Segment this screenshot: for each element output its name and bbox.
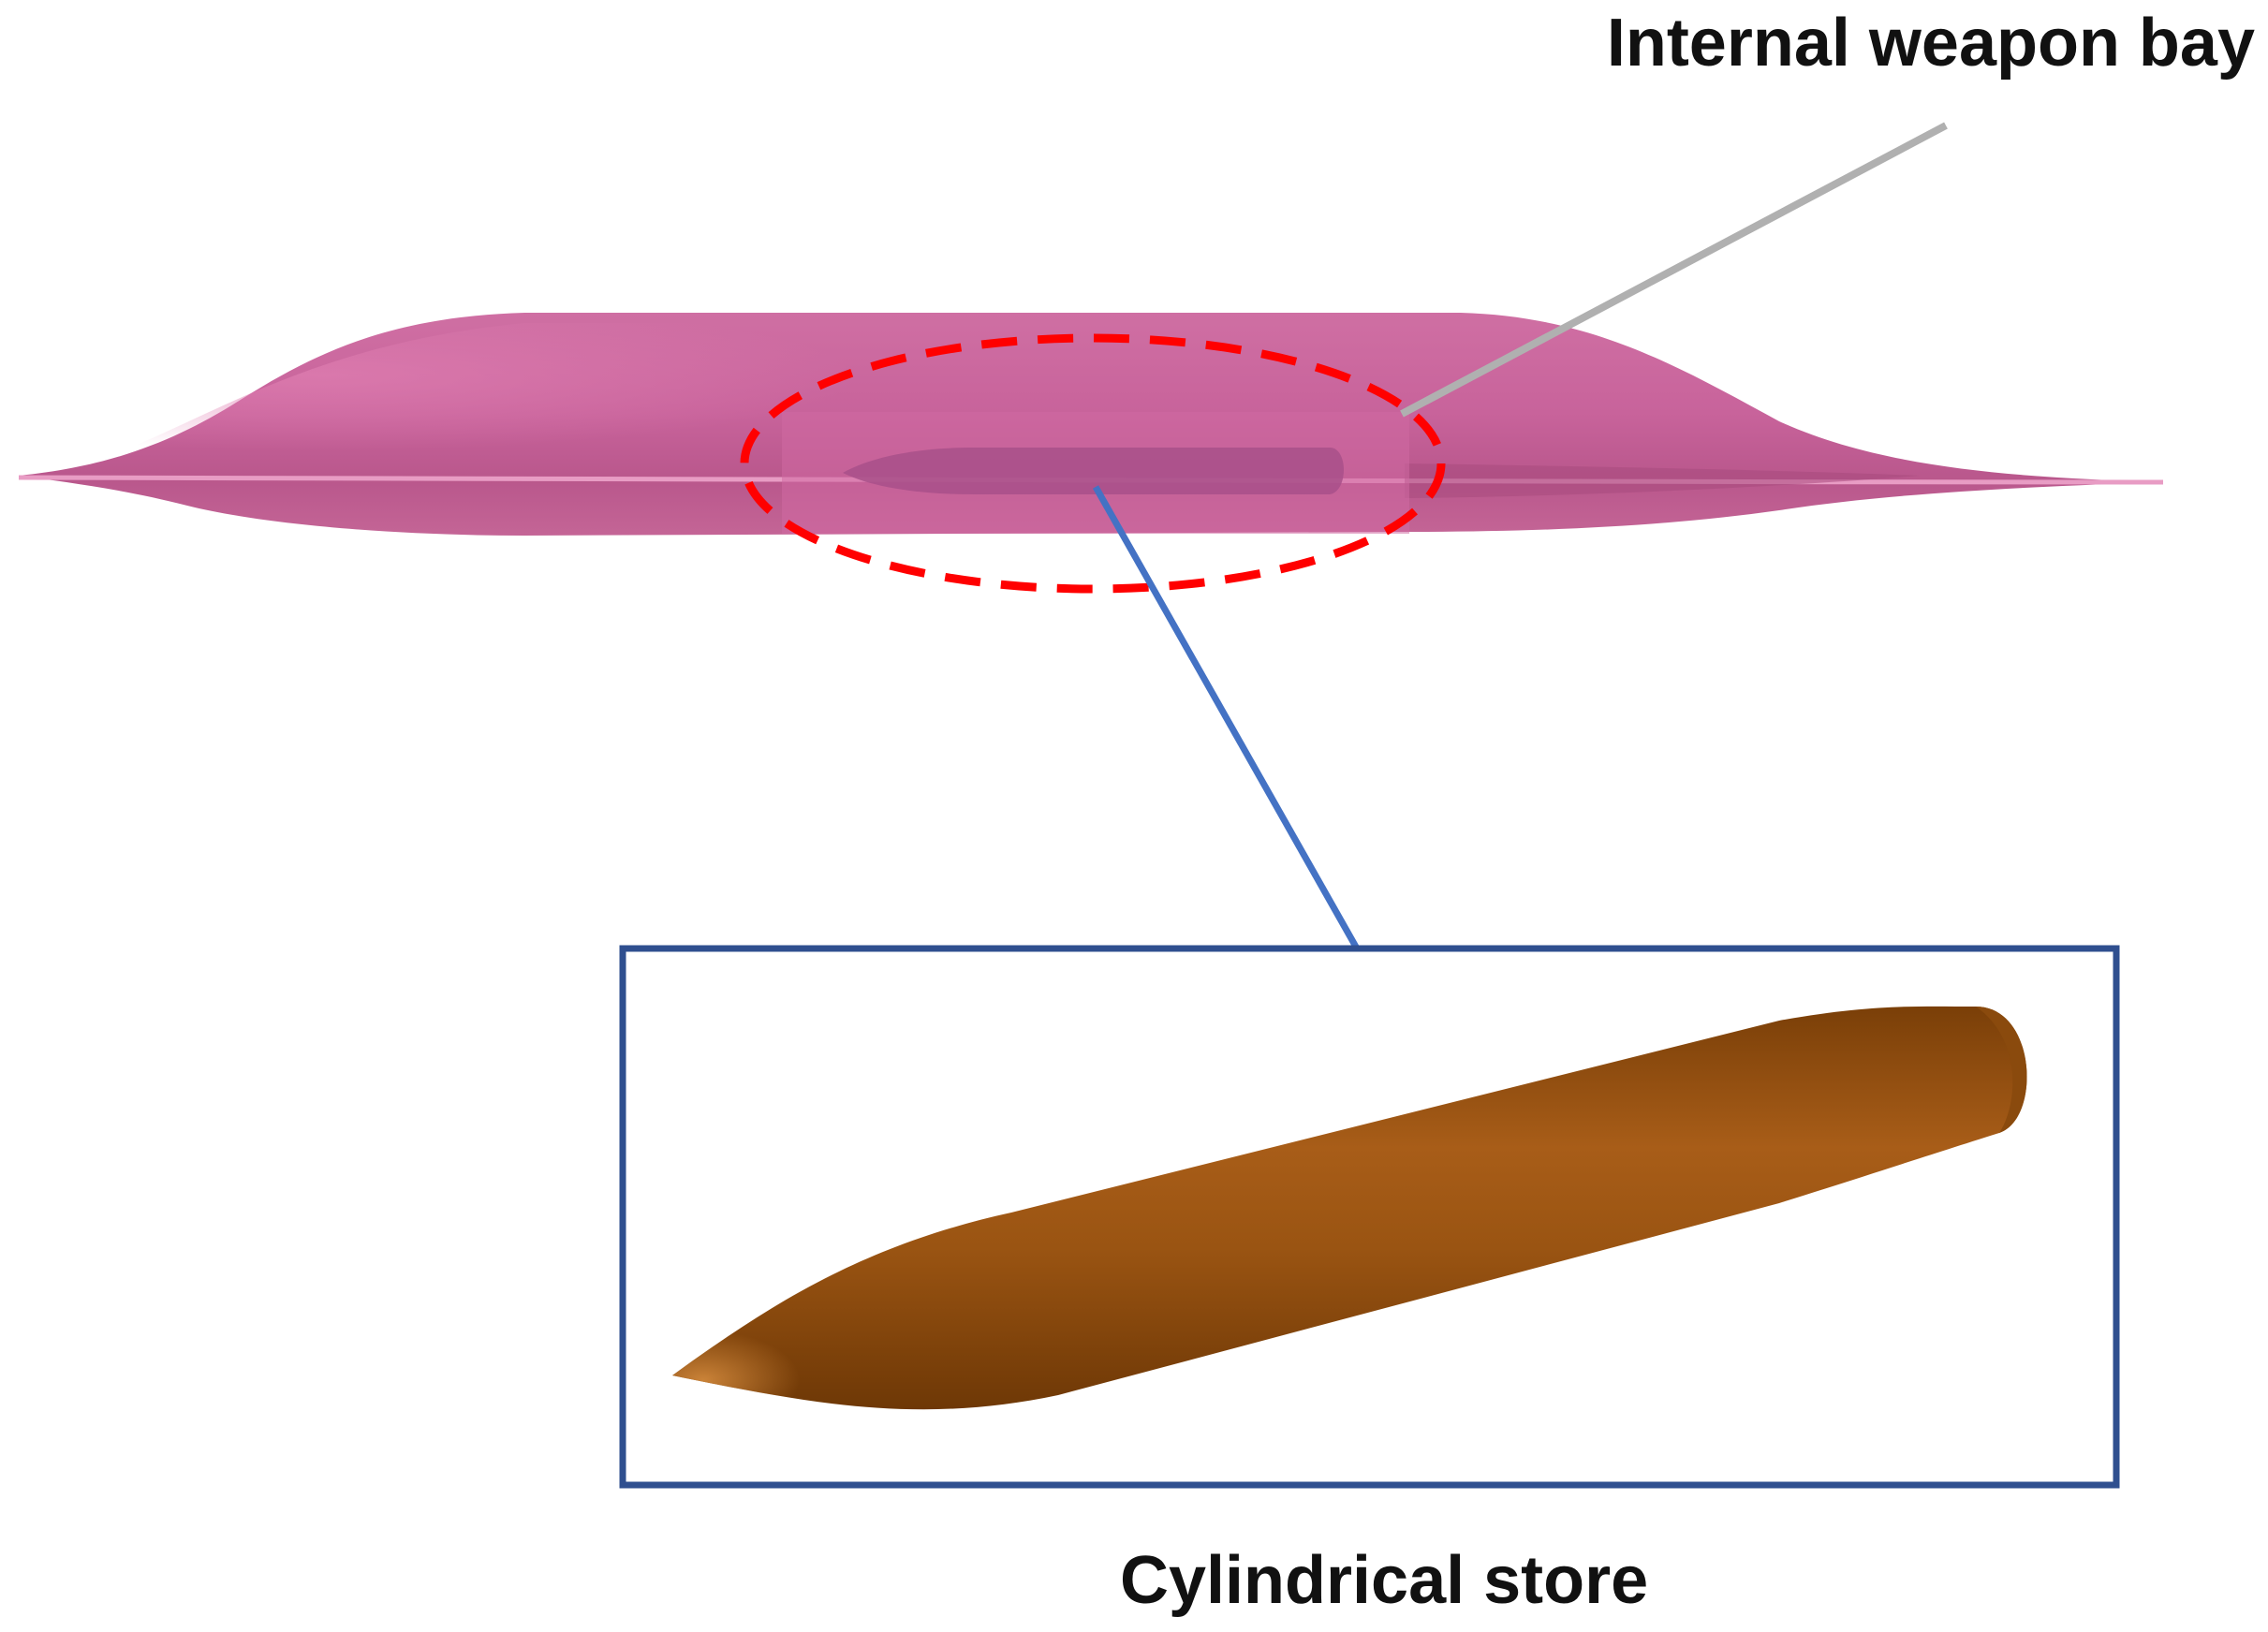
store-leader-line <box>1092 485 1361 950</box>
bay-highlight-ellipse <box>740 333 1446 594</box>
internal-weapon-bay-label: Internal weapon bay <box>1606 6 2255 81</box>
cylindrical-store <box>672 1006 2027 1410</box>
store-tail-cap <box>1976 1007 2027 1133</box>
fuselage-tail-shadow <box>1405 463 1920 498</box>
store-in-bay <box>843 448 1344 494</box>
fuselage <box>18 313 2164 536</box>
cylindrical-store-label: Cylindrical store <box>1120 1543 1649 1618</box>
store-nose-highlight <box>672 1213 1058 1410</box>
bay-leader-line <box>1400 122 1948 418</box>
